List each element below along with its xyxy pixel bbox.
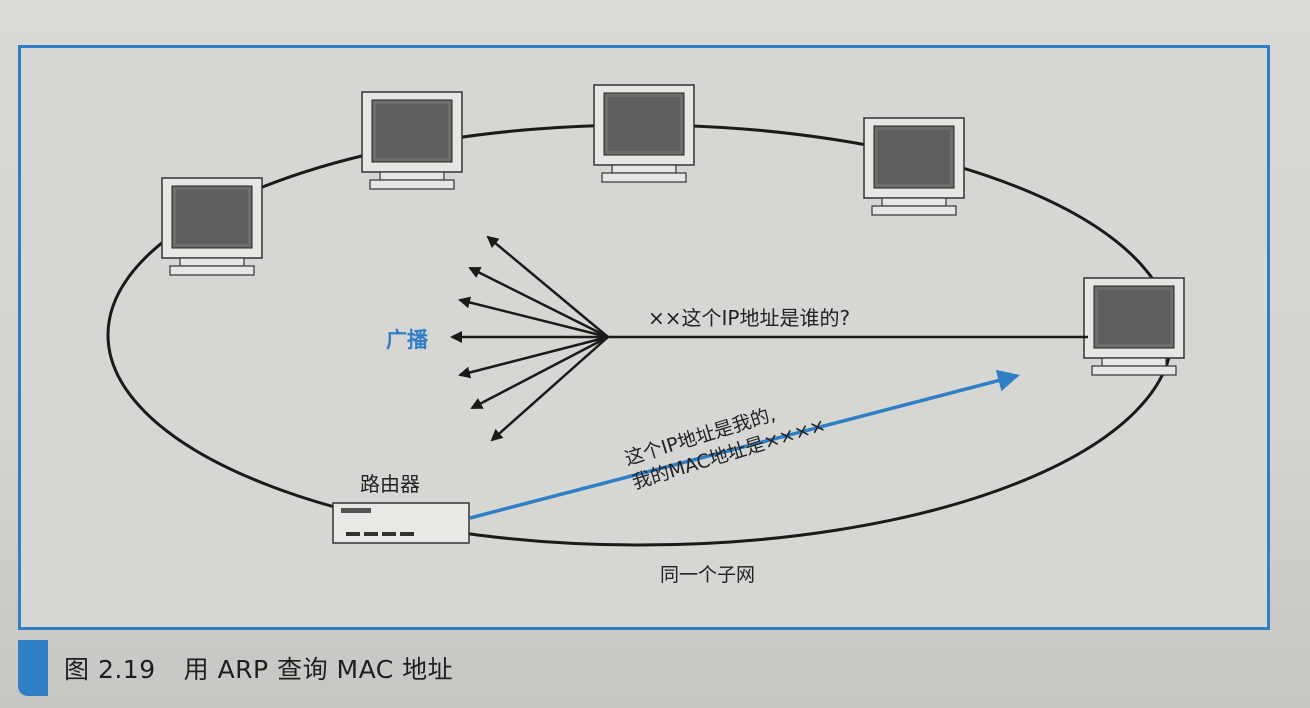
computer-3 <box>593 84 695 183</box>
caption-tab <box>18 640 48 696</box>
computer-1 <box>161 177 263 276</box>
computer-4 <box>863 117 965 216</box>
figure-title: 用 ARP 查询 MAC 地址 <box>183 655 454 684</box>
caption-text: 图 2.19 用 ARP 查询 MAC 地址 <box>64 650 453 686</box>
subnet-label: 同一个子网 <box>660 564 756 586</box>
broadcast-label: 广播 <box>386 328 428 352</box>
router-label: 路由器 <box>360 472 420 496</box>
figure-number: 图 2.19 <box>64 655 156 684</box>
computer-2 <box>361 91 463 190</box>
router-device <box>332 502 470 544</box>
figure-caption: 图 2.19 用 ARP 查询 MAC 地址 <box>18 640 453 696</box>
reply-arrow <box>469 369 1020 520</box>
query-label: ××这个IP地址是谁的? <box>648 306 851 330</box>
broadcast-arrows <box>450 235 609 442</box>
